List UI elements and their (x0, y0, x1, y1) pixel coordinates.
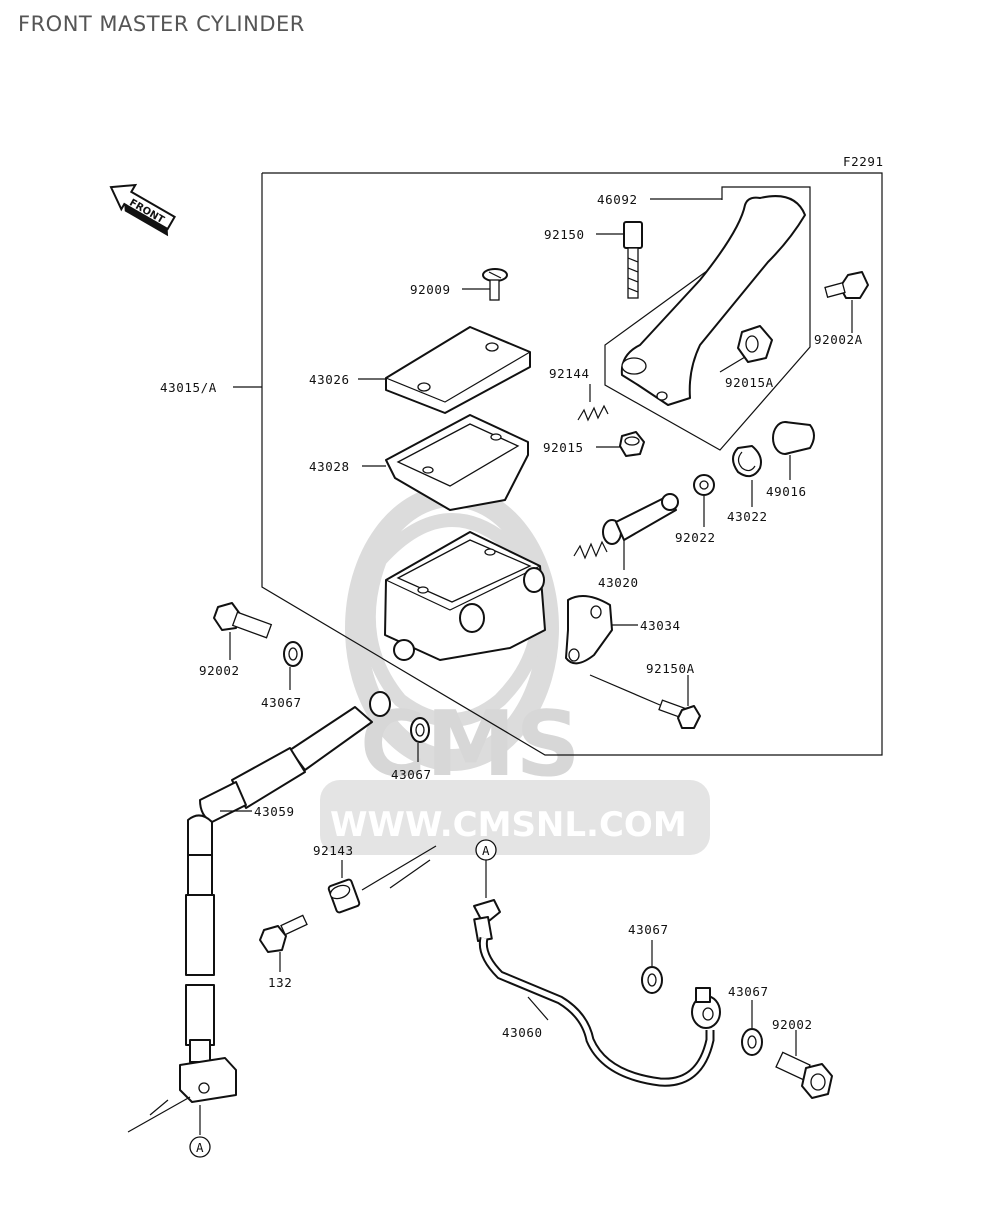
label-43067-far: 43067 (728, 984, 769, 999)
bolt-92002-right (775, 1051, 833, 1099)
circlip-43022 (732, 445, 762, 478)
washer-43067-far (741, 1028, 763, 1056)
ref-marker-a-top: A (475, 839, 497, 861)
label-92143: 92143 (313, 843, 354, 858)
label-43060: 43060 (502, 1025, 543, 1040)
watermark: CMS WWW.CMSNL.COM (320, 485, 710, 855)
label-43026: 43026 (309, 372, 350, 387)
brake-pipe-43060 (473, 899, 721, 1087)
washer-43067-left (283, 641, 303, 667)
pivot-bolt-92150 (623, 221, 643, 299)
diaphragm-43028 (385, 414, 529, 511)
label-132: 132 (268, 975, 292, 990)
label-46092: 46092 (597, 192, 638, 207)
label-43059: 43059 (254, 804, 295, 819)
label-43034: 43034 (640, 618, 681, 633)
label-92150A: 92150A (646, 661, 695, 676)
washer-43067-right (641, 966, 663, 994)
label-92002A: 92002A (814, 332, 863, 347)
label-92009: 92009 (410, 282, 451, 297)
bolt-132 (259, 914, 308, 953)
page-title: FRONT MASTER CYLINDER (18, 12, 305, 36)
label-92002-right: 92002 (772, 1017, 813, 1032)
watermark-url: WWW.CMSNL.COM (330, 805, 687, 845)
label-92144: 92144 (549, 366, 590, 381)
bolt-92002-left (213, 602, 273, 639)
bolt-92150A (658, 699, 701, 729)
label-43067-right: 43067 (628, 922, 669, 937)
figure-code: F2291 (843, 154, 884, 169)
label-92150: 92150 (544, 227, 585, 242)
nut-92015A (737, 325, 773, 363)
washer-43067-mid (410, 717, 430, 743)
label-92002-left: 92002 (199, 663, 240, 678)
label-43020: 43020 (598, 575, 639, 590)
ref-marker-a-bottom: A (189, 1136, 211, 1158)
brake-lever-46092 (604, 186, 811, 451)
collar-92143 (327, 878, 361, 914)
label-43022: 43022 (727, 509, 768, 524)
bolt-92002A (824, 271, 869, 299)
ref-marker-a-top-label: A (482, 843, 490, 858)
label-92015: 92015 (543, 440, 584, 455)
label-43015A: 43015/A (160, 380, 217, 395)
front-direction-arrow: FRONT (109, 183, 176, 237)
washer-92022 (693, 474, 715, 496)
reservoir-cap-43026 (385, 326, 531, 414)
nut-92015 (619, 431, 645, 457)
label-43028: 43028 (309, 459, 350, 474)
spring-92144 (577, 404, 609, 422)
screw-92009 (482, 268, 508, 301)
master-cylinder-body (384, 531, 546, 661)
label-43067-left: 43067 (261, 695, 302, 710)
dust-boot-49016 (772, 421, 815, 455)
assembly-outline (261, 172, 883, 756)
watermark-brand: CMS (360, 692, 580, 797)
label-49016: 49016 (766, 484, 807, 499)
brake-hose-43059 (179, 691, 391, 1103)
piston-kit-43020 (573, 493, 679, 560)
ref-marker-a-bottom-label: A (196, 1140, 204, 1155)
clamp-43034 (565, 595, 613, 665)
label-92015A: 92015A (725, 375, 774, 390)
label-92022: 92022 (675, 530, 716, 545)
label-43067-mid: 43067 (391, 767, 432, 782)
